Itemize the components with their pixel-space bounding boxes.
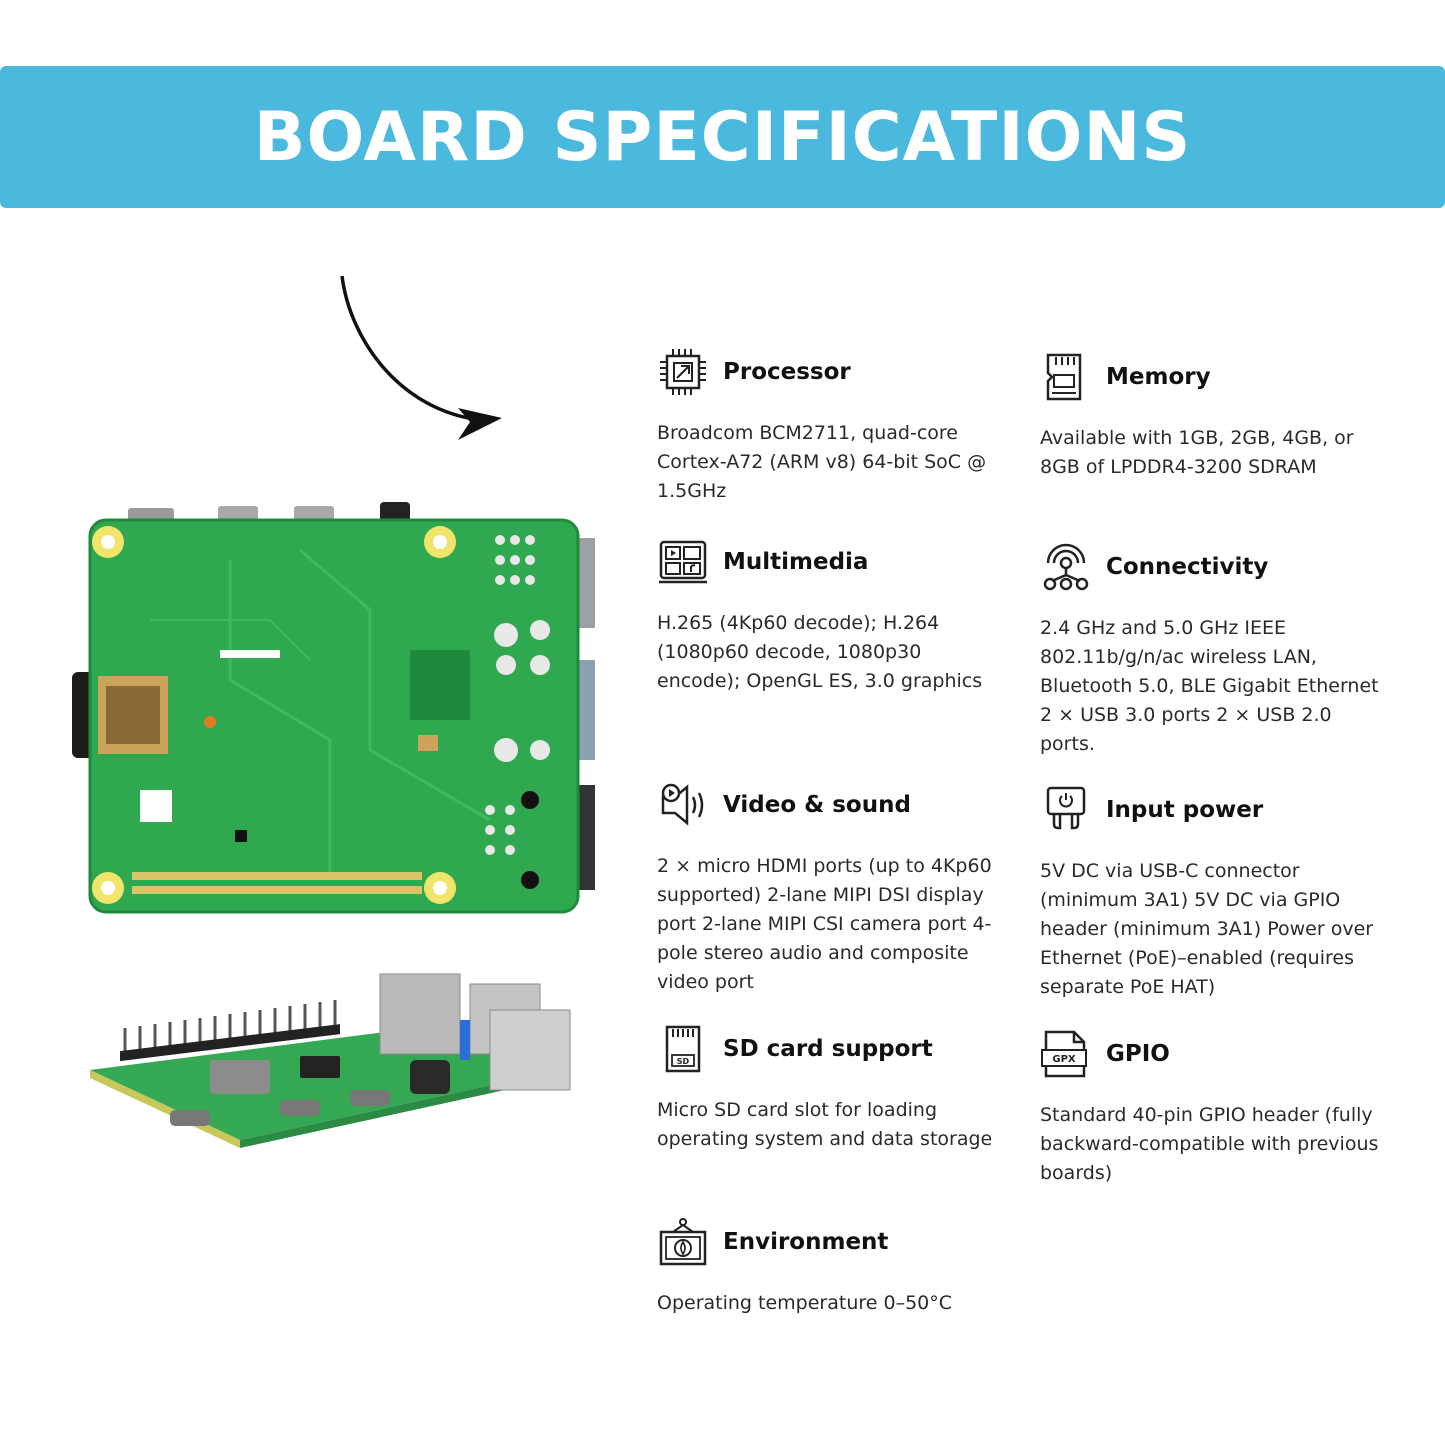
spec-connectivity: Connectivity 2.4 GHz and 5.0 GHz IEEE 80… [1040,540,1385,759]
spec-memory-text: Available with 1GB, 2GB, 4GB, or 8GB of … [1040,427,1354,478]
spec-multimedia-title: Multimedia [723,549,869,575]
sd-card-icon: SD [665,1025,701,1073]
curved-arrow-icon [340,275,502,440]
spec-video-sound: Video & sound 2 × micro HDMI ports (up t… [657,778,1002,997]
power-plug-icon [1046,786,1086,830]
spec-connectivity-title: Connectivity [1106,554,1269,580]
spec-gpio: GPX GPIO Standard 40-pin GPIO header (fu… [1040,1027,1385,1188]
environment-icon [659,1218,707,1266]
spec-input-power-text: 5V DC via USB-C connector (minimum 3A1) … [1040,860,1374,998]
spec-multimedia-text: H.265 (4Kp60 decode); H.264 (1080p60 dec… [657,612,983,692]
page-title: BOARD SPECIFICATIONS [253,97,1192,177]
spec-environment-title: Environment [723,1229,889,1255]
spec-processor-text: Broadcom BCM2711, quad-core Cortex-A72 (… [657,422,987,502]
cpu-icon [660,349,706,395]
spec-processor: Processor Broadcom BCM2711, quad-core Co… [657,345,1002,506]
spec-memory: Memory Available with 1GB, 2GB, 4GB, or … [1040,350,1385,482]
spec-video-sound-text: 2 × micro HDMI ports (up to 4Kp60 suppor… [657,855,992,993]
gpio-file-icon: GPX [1041,1030,1087,1078]
spec-gpio-text: Standard 40-pin GPIO header (fully backw… [1040,1104,1379,1184]
spec-multimedia: Multimedia H.265 (4Kp60 decode); H.264 (… [657,535,1002,696]
multimedia-icon [659,540,707,584]
spec-sd-card-title: SD card support [723,1036,933,1062]
spec-memory-title: Memory [1106,364,1211,390]
board-perspective-image [90,973,571,1148]
spec-processor-title: Processor [723,359,851,385]
spec-video-sound-title: Video & sound [723,792,911,818]
spec-gpio-title: GPIO [1106,1041,1170,1067]
header-banner: BOARD SPECIFICATIONS [0,66,1445,208]
board-top-view-image [72,502,595,914]
network-icon [1043,543,1089,591]
video-sound-icon [661,783,704,826]
spec-sd-card: SD SD card support Micro SD card slot fo… [657,1022,1002,1154]
spec-sd-card-text: Micro SD card slot for loading operating… [657,1099,993,1150]
spec-environment: Environment Operating temperature 0–50°C [657,1215,1002,1318]
spec-environment-text: Operating temperature 0–50°C [657,1292,953,1314]
sd-icon-label: SD [677,1057,690,1066]
spec-input-power-title: Input power [1106,797,1264,823]
spec-connectivity-text: 2.4 GHz and 5.0 GHz IEEE 802.11b/g/n/ac … [1040,617,1379,755]
memory-card-icon [1046,353,1082,401]
spec-input-power: Input power 5V DC via USB-C connector (m… [1040,783,1385,1002]
gpx-icon-label: GPX [1052,1054,1076,1065]
